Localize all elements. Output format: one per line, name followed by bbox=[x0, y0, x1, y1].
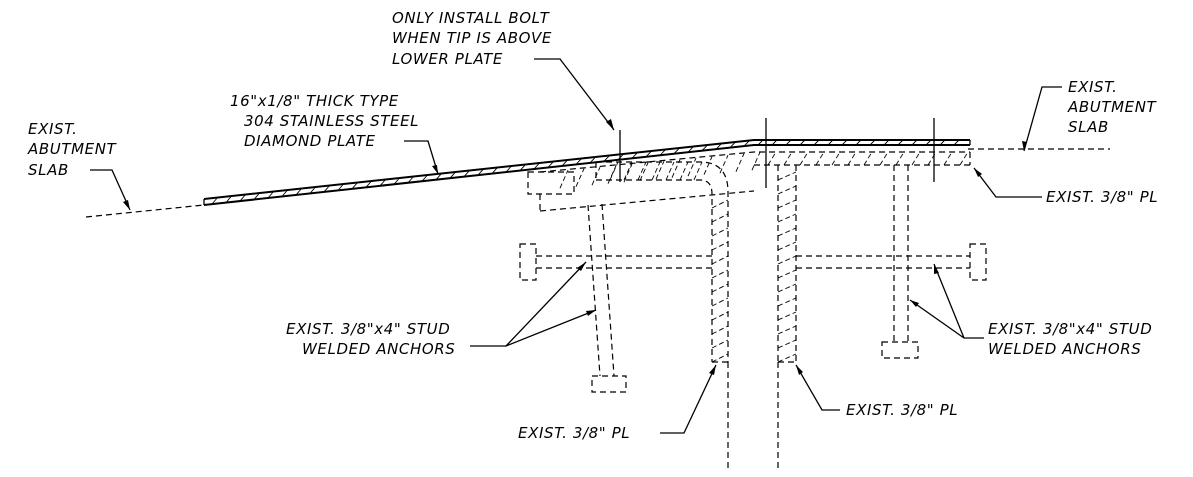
note-exist-pl-bottom-right: EXIST. 3/8" PL bbox=[846, 401, 958, 419]
note-bolt-install: ONLY INSTALL BOLT WHEN TIP IS ABOVE LOWE… bbox=[392, 9, 552, 68]
note-slab-left-line-3: SLAB bbox=[28, 161, 69, 179]
note-slab-left-line-1: EXIST. bbox=[28, 120, 77, 138]
note-slab-left: EXIST. ABUTMENT SLAB bbox=[27, 120, 118, 179]
note-exist-pl-bottom-left: EXIST. 3/8" PL bbox=[518, 424, 630, 442]
stud-anchor-left-horizontal bbox=[519, 243, 712, 281]
note-plate-line-3: DIAMOND PLATE bbox=[244, 132, 376, 150]
leader-lines bbox=[90, 58, 1062, 434]
stud-anchor-left-slanted bbox=[587, 203, 627, 393]
note-studs-right-line-1: EXIST. 3/8"x4" STUD bbox=[988, 320, 1152, 338]
note-bolt-line-1: ONLY INSTALL BOLT bbox=[392, 9, 551, 27]
note-plate-line-1: 16"x1/8" THICK TYPE bbox=[230, 92, 399, 110]
note-slab-right-line-3: SLAB bbox=[1068, 118, 1109, 136]
stud-anchor-right-vertical bbox=[881, 165, 919, 359]
note-studs-left: EXIST. 3/8"x4" STUD WELDED ANCHORS bbox=[286, 320, 455, 358]
diamond-plate bbox=[203, 139, 971, 206]
stud-anchor-right-horizontal bbox=[796, 243, 987, 281]
note-studs-left-line-2: WELDED ANCHORS bbox=[302, 340, 455, 358]
note-slab-right-line-2: ABUTMENT bbox=[1067, 98, 1158, 116]
note-slab-right: EXIST. ABUTMENT SLAB bbox=[1067, 78, 1158, 136]
note-plate-line-2: 304 STAINLESS STEEL bbox=[244, 112, 419, 130]
note-studs-right: EXIST. 3/8"x4" STUD WELDED ANCHORS bbox=[988, 320, 1152, 358]
existing-lower-plate bbox=[527, 151, 971, 212]
note-exist-pl-right: EXIST. 3/8" PL bbox=[1046, 188, 1158, 206]
note-slab-left-line-2: ABUTMENT bbox=[27, 140, 118, 158]
note-bolt-line-3: LOWER PLATE bbox=[392, 50, 503, 68]
existing-vertical-plate bbox=[777, 165, 797, 363]
note-diamond-plate: 16"x1/8" THICK TYPE 304 STAINLESS STEEL … bbox=[230, 92, 419, 150]
note-studs-right-line-2: WELDED ANCHORS bbox=[988, 340, 1141, 358]
note-studs-left-line-1: EXIST. 3/8"x4" STUD bbox=[286, 320, 450, 338]
note-slab-right-line-1: EXIST. bbox=[1068, 78, 1117, 96]
existing-bent-plate bbox=[595, 161, 729, 363]
left-slab-surface-line bbox=[85, 204, 205, 218]
note-bolt-line-2: WHEN TIP IS ABOVE bbox=[392, 29, 552, 47]
